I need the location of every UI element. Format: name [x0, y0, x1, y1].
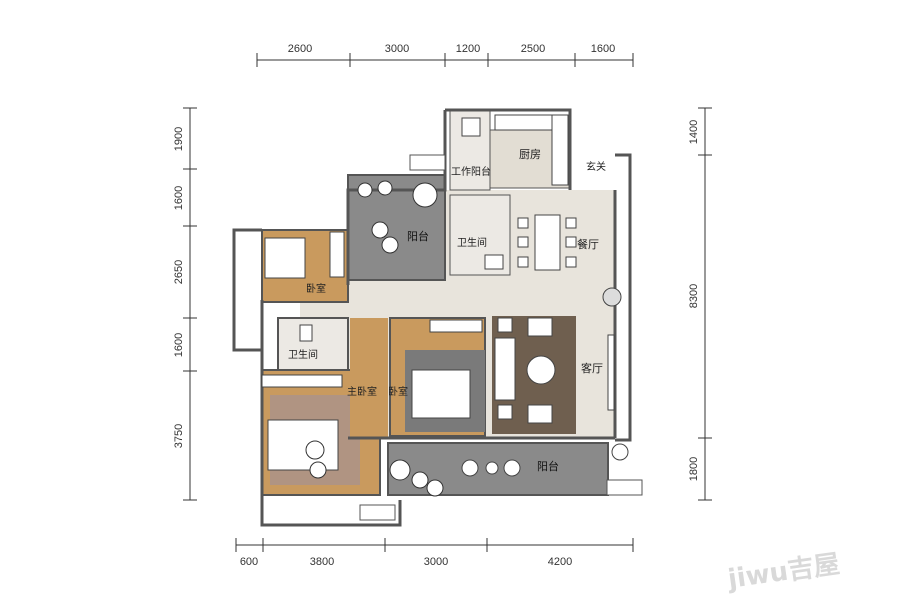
dining-table: [534, 214, 561, 271]
dim-left-1: 1900: [173, 127, 185, 151]
wardrobe-center: [429, 319, 483, 333]
dimension-top: [256, 53, 634, 67]
bed-center: [411, 369, 471, 419]
plant: [602, 287, 622, 307]
bed-master: [267, 419, 339, 471]
label-bedroom-left: 卧室: [306, 282, 326, 295]
label-balcony-bottom: 阳台: [537, 459, 559, 473]
wardrobe-left: [329, 231, 345, 278]
dim-left-2: 1600: [173, 186, 185, 210]
dim-right-3: 1800: [688, 457, 700, 481]
label-dining: 餐厅: [577, 237, 599, 251]
washer: [461, 117, 481, 137]
dim-top-4: 2500: [521, 43, 545, 55]
dim-top-2: 3000: [385, 43, 409, 55]
dimension-bottom: [235, 538, 634, 552]
water-heater: [611, 443, 629, 461]
dim-left-3: 2650: [173, 260, 185, 284]
label-kitchen: 厨房: [519, 148, 541, 161]
bed-left: [264, 237, 306, 279]
label-master-bedroom: 主卧室: [347, 385, 377, 398]
wardrobe-master: [261, 374, 343, 388]
dim-top-5: 1600: [591, 43, 615, 55]
label-bedroom-center: 卧室: [388, 385, 408, 398]
dim-bottom-2: 3800: [310, 556, 334, 568]
tv-cabinet: [607, 334, 615, 411]
dim-right-2: 8300: [688, 284, 700, 308]
label-balcony-top: 阳台: [407, 229, 429, 243]
bathroom-left-floor: [277, 317, 349, 371]
dim-left-5: 3750: [173, 424, 185, 448]
label-entrance: 玄关: [586, 160, 606, 173]
toilet-left: [299, 324, 313, 342]
dim-top-3: 1200: [456, 43, 480, 55]
dim-right-1: 1400: [688, 120, 700, 144]
dim-bottom-3: 3000: [424, 556, 448, 568]
label-living: 客厅: [581, 361, 603, 375]
ac-units: [359, 154, 643, 521]
label-bathroom-center: 卫生间: [457, 236, 487, 249]
furniture: [261, 114, 629, 477]
kitchen-counter: [551, 114, 569, 186]
dimension-right: [698, 107, 712, 501]
walls: [232, 108, 632, 527]
label-work-balcony: 工作阳台: [451, 165, 491, 178]
watermark-logo: jiwu吉屋: [725, 549, 841, 594]
dimension-left: [183, 107, 197, 501]
sofa: [494, 337, 516, 401]
basin-center: [484, 254, 504, 270]
dim-left-4: 1600: [173, 333, 185, 357]
label-bathroom-left: 卫生间: [288, 348, 318, 361]
dim-bottom-1: 600: [240, 556, 258, 568]
dim-bottom-4: 4200: [548, 556, 572, 568]
balcony-plants: [305, 180, 444, 497]
armchair: [527, 317, 553, 337]
coffee-table: [526, 355, 556, 385]
dim-top-1: 2600: [288, 43, 312, 55]
wood-strip: [350, 318, 388, 438]
